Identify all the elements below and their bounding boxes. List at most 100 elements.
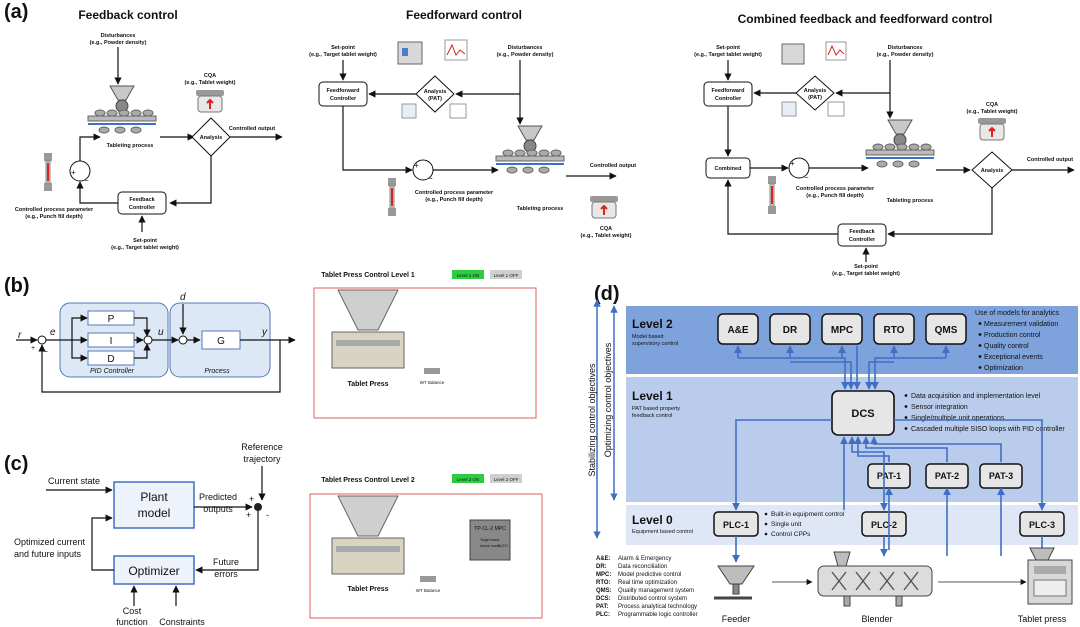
dcs-box	[831, 390, 895, 436]
feedback-title: Feedback control	[78, 8, 177, 22]
equipment-tablet-press-label: Tablet press	[1018, 614, 1067, 624]
constraints-label: Constraints	[159, 617, 205, 627]
screen-l1-frame	[313, 287, 537, 419]
level0-sub1: Equipment based control	[632, 529, 693, 535]
screen-l2-press-body	[331, 537, 405, 575]
legend-text-ae: Alarm & Emergency	[618, 556, 671, 562]
cb-punch-icon	[767, 175, 777, 215]
plant-model-label2: model	[138, 506, 171, 520]
level2-sub1: Model based	[632, 334, 664, 340]
pat2-label: PAT-2	[935, 471, 959, 481]
signal-r: r	[18, 330, 22, 341]
process-label: Process	[204, 368, 230, 375]
level1-bullet-2: Sensor integration	[911, 404, 968, 411]
cb-fb-controller-box	[837, 223, 887, 247]
ff-process-label: Tableting process	[517, 206, 564, 212]
ff-minus: −	[428, 174, 433, 183]
cb-pat-sub: (PAT)	[808, 95, 822, 101]
screen-l1-on-button[interactable]	[452, 270, 484, 279]
fb-plus: +	[71, 168, 76, 177]
screen-l2-frame	[309, 493, 543, 619]
fb-setpoint-example: (e.g., Target tablet weight)	[111, 245, 179, 251]
fb-setpoint-label: Set-point	[133, 238, 157, 244]
mpc-block-diagram: Current state Plant model Predicted outp…	[14, 442, 283, 627]
abbreviation-legend: A&E: Alarm & Emergency DR: Data reconcil…	[596, 556, 698, 618]
legend-abbr-rto: RTO:	[596, 580, 611, 586]
legend-abbr-mpc: MPC:	[596, 572, 611, 578]
ff-dist-example: (e.g., Powder density)	[497, 52, 554, 58]
screen-l1-press-body	[331, 331, 405, 369]
level0-bullet-1: Built-in equipment control	[771, 511, 845, 518]
mpc-plus2: +	[246, 510, 251, 520]
screen-l2-balance-label: WT Balance	[416, 588, 441, 593]
level2-label-dr: DR	[783, 325, 798, 336]
panel-label-c: (c)	[4, 453, 28, 475]
optimizer-box	[113, 555, 195, 585]
level1-bullet-4: Cascaded multiple SISO loops with PID co…	[911, 426, 1065, 433]
g-label: G	[217, 336, 225, 347]
ff-plus: +	[414, 161, 419, 170]
cb-pat-label: Analysis	[804, 88, 827, 94]
control-screen-level2: Tablet Press Control Level 2 Level 2 ON …	[309, 474, 543, 619]
screen-l2-mpc-actual: Actual mode	[480, 544, 500, 548]
cb-cpp-example: (e.g., Punch fill depth)	[806, 193, 864, 199]
screen-l2-mpc-auto: AUTO	[498, 544, 508, 548]
ff-spectrum-icon	[449, 103, 467, 119]
mpc-plus1: +	[249, 494, 254, 504]
cb-analysis-label: Analysis	[981, 168, 1004, 174]
cb-plus: +	[790, 159, 795, 168]
level2-label-qms: QMS	[935, 325, 958, 336]
reference-label1: Reference	[241, 442, 283, 452]
cb-scale-icon	[977, 117, 1007, 141]
legend-text-pat: Process analytical technology	[618, 604, 697, 610]
equipment-feeder-label: Feeder	[722, 614, 751, 624]
pid-sum-junction	[143, 335, 153, 345]
level2-box-qms	[925, 313, 967, 345]
cb-spectrum-icon	[827, 101, 845, 117]
legend-text-plc: Programmable logic controller	[618, 612, 698, 618]
level2-label-mpc: MPC	[831, 325, 853, 336]
cb-signal-icon	[825, 41, 847, 61]
screen-l2-off-button[interactable]	[490, 474, 522, 483]
legend-text-mpc: Model predictive control	[618, 572, 681, 578]
screen-l1-off-button[interactable]	[490, 270, 522, 279]
cb-output-label: Controlled output	[1027, 157, 1073, 163]
screen-l1-balance-label: WT Balance	[420, 380, 445, 385]
cb-fb-setpoint-example: (e.g., Target tablet weight)	[832, 271, 900, 277]
reference-label2: trajectory	[243, 454, 281, 464]
screen-l2-on-button[interactable]	[452, 474, 484, 483]
screen-l2-mpc-block	[469, 519, 511, 561]
optimized-inputs-label1: Optimized current	[14, 537, 86, 547]
optimizing-axis-label: Optimizing control objectives	[603, 342, 613, 457]
panel-label-b: (b)	[4, 275, 30, 297]
level1-bullet-1: Data acquisition and implementation leve…	[911, 393, 1041, 400]
screen-l2-balance-icon	[420, 576, 436, 582]
legend-text-rto: Real time optimization	[618, 580, 677, 586]
level1-sub2: feedback control	[632, 413, 672, 419]
screen-l2-hopper	[337, 495, 399, 537]
ff-cpp-example: (e.g., Punch fill depth)	[425, 197, 483, 203]
ff-cqa-label: CQA	[600, 226, 612, 232]
combined-control-diagram: Combined feedback and feedforward contro…	[694, 12, 1075, 277]
future-errors-label2: errors	[214, 569, 238, 579]
feedforward-control-diagram: Feedforward control Set-point (e.g., Tar…	[309, 8, 636, 239]
level2-bullet-1: Measurement validation	[984, 321, 1058, 328]
screen-l2-off-label: Level 2 OFF	[494, 477, 519, 482]
legend-abbr-plc: PLC:	[596, 612, 610, 618]
cb-setpoint-example: (e.g., Target tablet weight)	[694, 52, 762, 58]
legend-abbr-pat: PAT:	[596, 604, 608, 610]
pid-minus: −	[44, 349, 48, 356]
ff-punch-icon	[387, 177, 397, 217]
ff-tablet-press-icon	[495, 125, 565, 174]
level2-box-rto	[873, 313, 915, 345]
legend-abbr-qms: QMS:	[596, 588, 612, 594]
cb-ff-controller-label2: Controller	[715, 96, 742, 102]
legend-abbr-dr: DR:	[596, 564, 607, 570]
cb-ff-controller-box	[703, 81, 753, 107]
cb-cqa-label: CQA	[986, 102, 998, 108]
level0-band	[626, 505, 1078, 545]
cb-fb-setpoint-label: Set-point	[854, 264, 878, 270]
cb-tablet-press-icon	[865, 119, 935, 168]
cb-particles-icon	[781, 101, 797, 117]
ff-cqa-example: (e.g., Tablet weight)	[581, 233, 632, 239]
